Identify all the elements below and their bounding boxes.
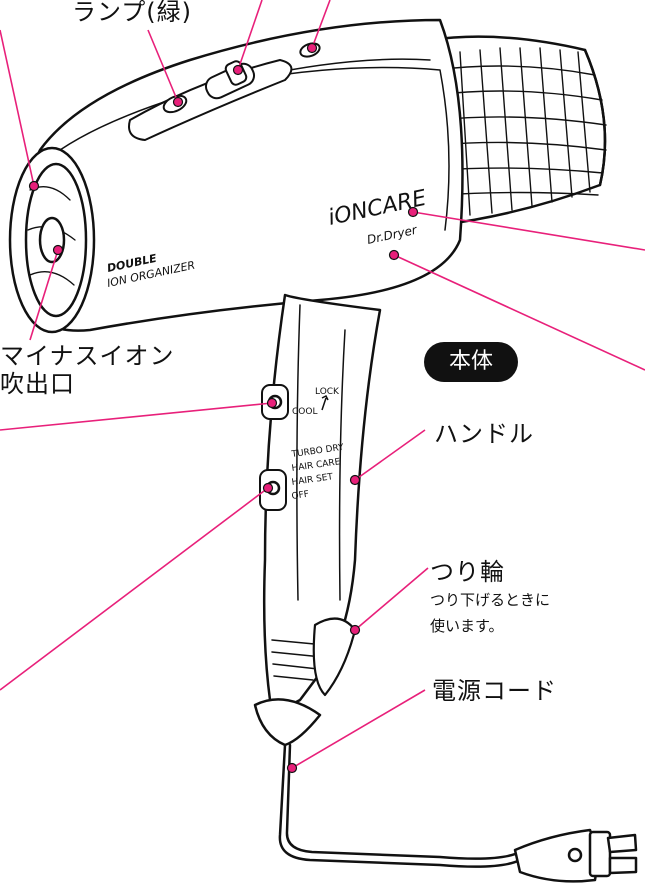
label-lamp-green: ランプ(緑) xyxy=(72,0,193,26)
label-handle: ハンドル xyxy=(434,420,534,448)
leader-line-ring xyxy=(354,567,429,631)
power-cord-wire xyxy=(278,743,522,868)
leader-line-minus-ion xyxy=(29,249,59,341)
lock-arrow-icon xyxy=(321,394,329,411)
leader-line-switch xyxy=(237,0,263,71)
leader-lines xyxy=(0,0,645,769)
power-plug xyxy=(513,828,598,883)
leader-line-lamp xyxy=(147,29,179,103)
lock-text: LOCK xyxy=(315,387,340,397)
leader-line-handle xyxy=(354,429,426,481)
leader-line-mode xyxy=(0,487,269,691)
leader-line-cord xyxy=(291,689,426,769)
mode-off-text: OFF xyxy=(291,490,310,502)
label-minus-ion-line2: 吹出口 xyxy=(0,370,75,398)
cool-text: COOL xyxy=(292,407,317,417)
dryer-illustration xyxy=(8,18,638,883)
leader-line-indicator xyxy=(311,0,331,49)
leader-dots xyxy=(28,42,419,774)
air-intake-grille xyxy=(428,35,607,227)
hanging-ring xyxy=(312,617,357,697)
body-badge: 本体 xyxy=(424,342,518,382)
leader-line-brand xyxy=(412,211,645,251)
label-hanging-ring-note-2: 使います。 xyxy=(430,617,504,635)
label-hanging-ring: つり輪 xyxy=(430,558,505,586)
label-hanging-ring-note-1: つり下げるときに xyxy=(430,591,551,609)
leader-line-cool xyxy=(0,402,273,431)
leader-line-outlet xyxy=(0,29,35,187)
label-power-cord: 電源コード xyxy=(432,677,557,705)
leader-line-body xyxy=(393,254,645,371)
label-minus-ion-line1: マイナスイオン xyxy=(0,342,175,370)
